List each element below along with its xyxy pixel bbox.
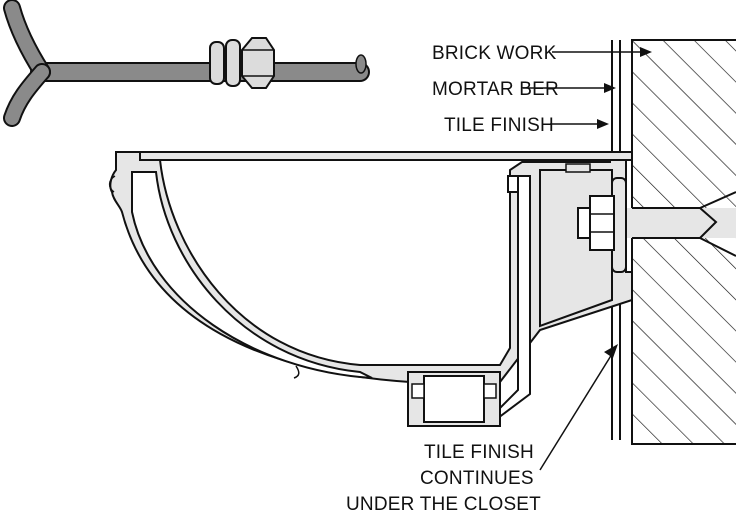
label-tile-finish-bottom-1: TILE FINISH (424, 442, 534, 463)
label-brick-work: BRICK WORK (432, 43, 557, 64)
label-tile-finish-top: TILE FINISH (444, 115, 554, 136)
closet-body (108, 151, 633, 427)
label-tile-finish-bottom-3: UNDER THE CLOSET (346, 494, 541, 513)
brick-wall (631, 39, 736, 445)
label-mortar-bed: MORTAR BER (432, 79, 559, 100)
supply-pipe (3, 0, 370, 127)
label-tile-finish-bottom-2: CONTINUES (420, 468, 534, 489)
carrier-bolt (600, 191, 736, 257)
leader-lines (523, 47, 652, 471)
